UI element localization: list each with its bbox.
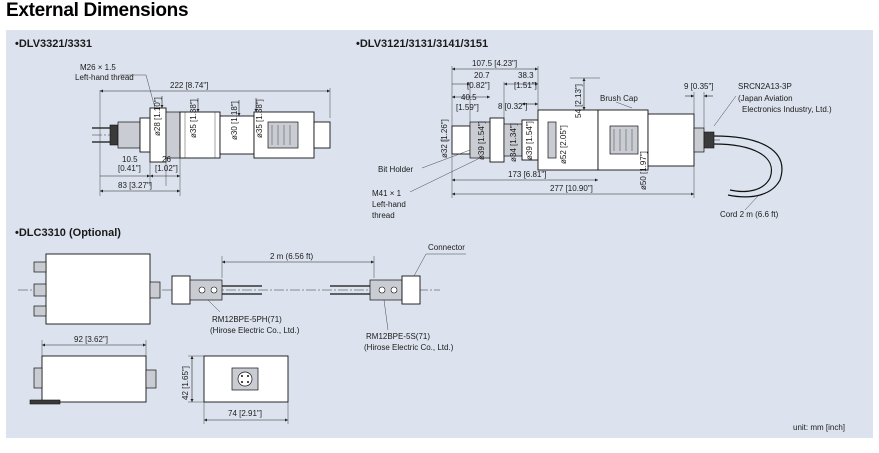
dlv3121-dim-54: 54 [2.13"] — [574, 84, 583, 118]
dlv3121-connector-model: SRCN2A13-3P — [738, 82, 792, 91]
dlv3121-len-173: 173 [6.81"] — [508, 170, 546, 179]
dlv3321-thread-spec: M26 × 1.5 — [80, 63, 116, 72]
dlv3321-thread-direction: Left-hand thread — [75, 73, 134, 82]
dlv3121-len-107-5: 107.5 [4.23"] — [472, 59, 517, 68]
dlv3321-len-10-5-in: [0.41"] — [118, 164, 141, 173]
dlv3121-thread-word: thread — [372, 211, 395, 220]
dlv3121-drawing — [409, 66, 783, 211]
dlv3121-len-40-5-in: [1.59"] — [456, 103, 479, 112]
dlv3321-len-83: 83 [3.27"] — [118, 181, 152, 190]
dlv3121-dia-39a: ø39 [1.54"] — [477, 121, 486, 160]
dlv3321-dia-30: ø30 [1.18"] — [230, 101, 239, 140]
dlv3121-label-bit-holder: Bit Holder — [378, 165, 413, 174]
dlc3310-height-42: 42 [1.65"] — [181, 366, 190, 400]
dlc3310-socket-model: RM12BPE-5S(71) — [366, 332, 430, 341]
dlv3321-dia-35b: ø35 [1.38"] — [255, 99, 264, 138]
dlc3310-plug-model: RM12BPE-5PH(71) — [212, 315, 282, 324]
dlv3121-thread-direction: Left-hand — [372, 200, 406, 209]
dlv3121-thread-spec: M41 × 1 — [372, 189, 402, 198]
section-title-dlc3310: •DLC3310 (Optional) — [15, 227, 121, 239]
unit-note: unit: mm [inch] — [793, 423, 845, 432]
dlc3310-cable-length: 2 m (6.56 ft) — [270, 252, 313, 261]
dlv3121-len-20-7-in: [0.82"] — [467, 81, 490, 90]
dlv3321-len-26-in: [1.02"] — [155, 164, 178, 173]
dlv3321-len-10-5-mm: 10.5 — [122, 155, 138, 164]
dlv3321-drawing — [92, 74, 331, 196]
dlv3121-len-38-3-in: [1.51"] — [514, 81, 537, 90]
dlv3121-dia-34: ø34 [1.34"] — [509, 123, 518, 162]
section-title-dlv3121: •DLV3121/3131/3141/3151 — [356, 38, 488, 50]
dlv3121-label-brush-cap: Brush Cap — [600, 94, 638, 103]
dlv3121-len-20-7-mm: 20.7 — [474, 71, 490, 80]
section-title-dlv3321: •DLV3321/3331 — [15, 38, 92, 50]
dlv3121-dia-52: ø52 [2.05"] — [559, 125, 568, 164]
dlv3121-connector-maker-2: Electronics Industry, Ltd.) — [742, 105, 832, 114]
dlv3321-dia-35a: ø35 [1.38"] — [189, 99, 198, 138]
dlv3121-len-8: 8 [0.32"] — [498, 102, 528, 111]
dlv3121-dia-32: ø32 [1.26"] — [440, 119, 449, 158]
dlc3310-label-connector: Connector — [428, 243, 465, 252]
dlv3121-len-38-3-mm: 38.3 — [518, 71, 534, 80]
dlc3310-width-74: 74 [2.91"] — [228, 409, 262, 418]
dlc3310-drawing — [18, 253, 466, 424]
dlc3310-socket-maker: (Hirose Electric Co., Ltd.) — [364, 343, 454, 352]
dlv3121-len-9: 9 [0.35"] — [684, 82, 714, 91]
dlv3121-len-277: 277 [10.90"] — [550, 184, 593, 193]
dlv3121-dia-50: ø50 [1.97"] — [639, 151, 648, 190]
dlv3121-dia-39b: ø39 [1.54"] — [525, 121, 534, 160]
dlv3321-total-length: 222 [8.74"] — [170, 81, 208, 90]
page-title: External Dimensions — [6, 0, 189, 21]
dlc3310-plug-maker: (Hirose Electric Co., Ltd.) — [210, 326, 300, 335]
dlv3321-len-26-mm: 26 — [162, 155, 171, 164]
dlv3321-dia-28: ø28 [1.10"] — [153, 97, 162, 136]
dlc3310-width-92: 92 [3.62"] — [74, 335, 108, 344]
dlv3121-cord-label: Cord 2 m (6.6 ft) — [720, 210, 779, 219]
dlv3121-len-40-5-mm: 40.5 — [461, 93, 477, 102]
dlv3121-connector-maker-1: (Japan Aviation — [738, 94, 793, 103]
